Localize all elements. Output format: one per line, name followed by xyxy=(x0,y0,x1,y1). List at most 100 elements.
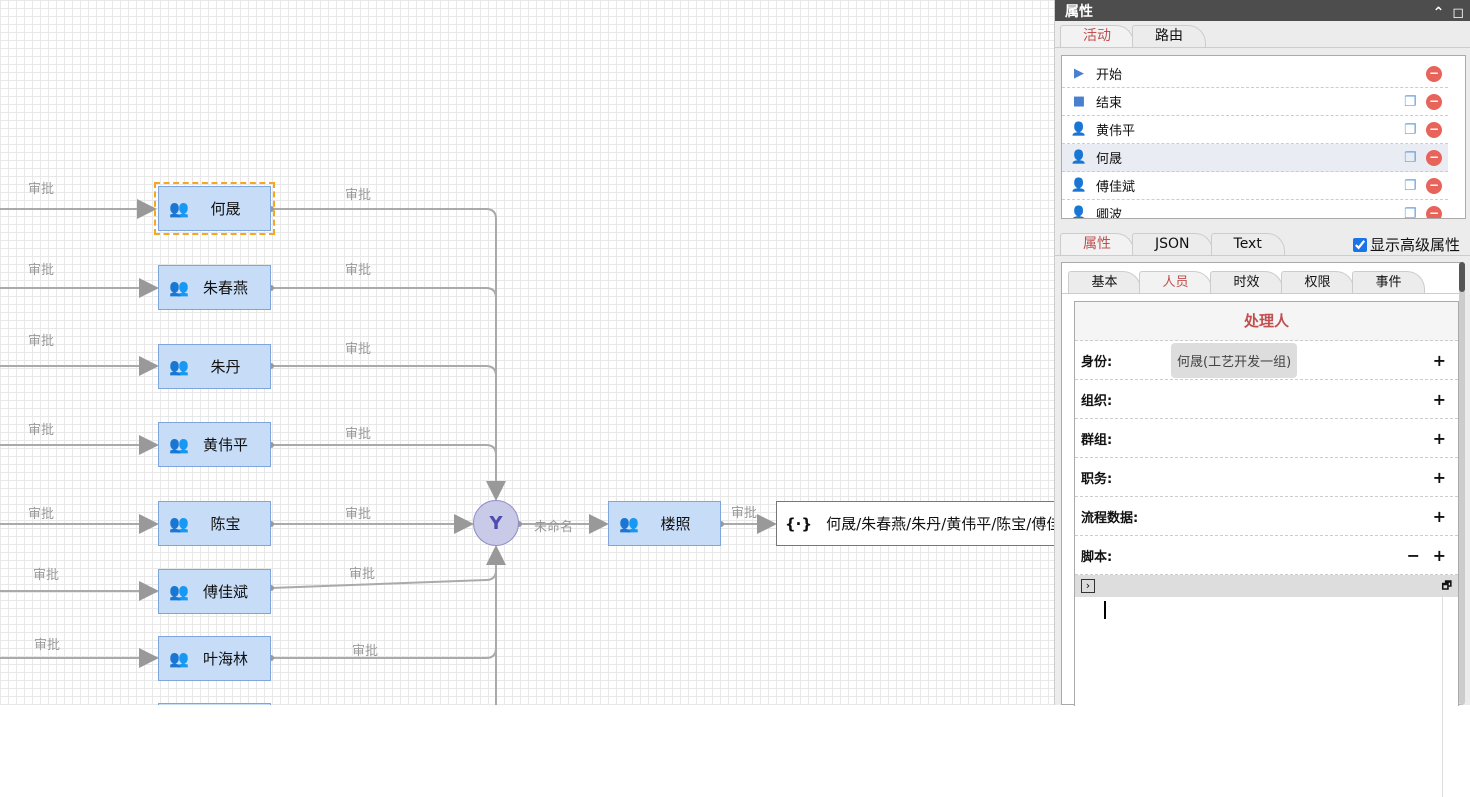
user-icon: 👤 xyxy=(1070,122,1088,137)
user-icon: 👤 xyxy=(1070,178,1088,193)
subtab-events[interactable]: 事件 xyxy=(1352,271,1425,293)
activity-node[interactable]: 👥黄伟平 xyxy=(158,422,271,467)
handler-section: 处理人 身份:何晟(工艺开发一组)+ 组织:+ 群组:+ 职务:+ 流程数据:+… xyxy=(1074,301,1459,797)
edge-label: 审批 xyxy=(34,638,61,653)
editor-toolbar: ›🗗 xyxy=(1075,575,1458,597)
maximize-icon[interactable]: ◻ xyxy=(1452,5,1464,21)
group-icon: 👥 xyxy=(169,582,189,601)
delete-icon[interactable]: − xyxy=(1426,205,1442,218)
copy-icon[interactable]: ❐ xyxy=(1404,149,1417,166)
group-icon: 👥 xyxy=(619,514,639,533)
braces-icon: {·} xyxy=(785,514,813,533)
play-icon: ▶ xyxy=(1074,66,1084,81)
copy-icon[interactable]: ❐ xyxy=(1404,93,1417,110)
delete-icon[interactable]: − xyxy=(1426,65,1442,82)
edge-label: 审批 xyxy=(28,182,55,197)
scrollbar[interactable] xyxy=(1459,262,1465,705)
activity-node[interactable]: 👥何晟 xyxy=(154,182,275,235)
edge-label: 审批 xyxy=(33,568,60,583)
merge-node[interactable]: Y xyxy=(473,500,519,546)
advanced-checkbox[interactable] xyxy=(1352,237,1367,252)
group-icon: 👥 xyxy=(169,514,189,533)
add-icon[interactable]: + xyxy=(1432,467,1446,487)
tab-activities[interactable]: 活动 xyxy=(1060,25,1134,47)
edge-label: 审批 xyxy=(345,188,372,203)
add-icon[interactable]: + xyxy=(1432,389,1446,409)
collapse-icon[interactable]: ⌃ xyxy=(1432,5,1445,21)
delete-icon[interactable]: − xyxy=(1426,149,1442,166)
restore-icon[interactable]: 🗗 xyxy=(1441,578,1452,592)
add-icon[interactable]: + xyxy=(1432,545,1446,565)
group-icon: 👥 xyxy=(169,199,189,218)
list-item[interactable]: ▶开始− xyxy=(1062,60,1448,88)
org-row: 组织:+ xyxy=(1075,380,1458,419)
duty-row: 职务:+ xyxy=(1075,458,1458,497)
activity-node[interactable]: 👥楼照 xyxy=(608,501,721,546)
list-item[interactable]: 👤黄伟平❐− xyxy=(1062,116,1448,144)
user-icon: 👤 xyxy=(1070,150,1088,165)
list-item[interactable]: 👤傅佳斌❐− xyxy=(1062,172,1448,200)
user-icon: 👤 xyxy=(1070,206,1088,219)
add-icon[interactable]: + xyxy=(1432,428,1446,448)
delete-icon[interactable]: − xyxy=(1426,93,1442,110)
identity-row: 身份:何晟(工艺开发一组)+ xyxy=(1075,341,1458,380)
activity-node[interactable]: 👥朱丹 xyxy=(158,344,271,389)
tab-routes[interactable]: 路由 xyxy=(1132,25,1206,47)
script-node[interactable]: {·}何晟/朱春燕/朱丹/黄伟平/陈宝/傅佳斌/叶海林 xyxy=(776,501,1054,546)
section-title: 处理人 xyxy=(1075,302,1458,341)
advanced-toggle[interactable]: 显示高级属性 xyxy=(1352,234,1460,255)
activity-node[interactable]: 👥陈宝 xyxy=(158,501,271,546)
run-icon[interactable]: › xyxy=(1081,579,1095,593)
subtab-people[interactable]: 人员 xyxy=(1139,271,1212,293)
group-row: 群组:+ xyxy=(1075,419,1458,458)
edge-label: 审批 xyxy=(28,423,55,438)
script-editor[interactable] xyxy=(1075,597,1443,797)
delete-icon[interactable]: − xyxy=(1426,121,1442,138)
property-editor: 基本 人员 时效 权限 事件 处理人 身份:何晟(工艺开发一组)+ 组织:+ 群… xyxy=(1061,262,1463,797)
flow-edges xyxy=(0,199,777,705)
edge-label: 审批 xyxy=(28,263,55,278)
edge-label: 审批 xyxy=(345,427,372,442)
panel-header: 属性⌃◻ xyxy=(1055,0,1470,21)
subtab-timing[interactable]: 时效 xyxy=(1210,271,1283,293)
identity-chip[interactable]: 何晟(工艺开发一组) xyxy=(1171,342,1298,378)
script-row: 脚本:−+ xyxy=(1075,536,1458,575)
group-icon: 👥 xyxy=(169,278,189,297)
tab-json[interactable]: JSON xyxy=(1132,233,1213,255)
group-icon: 👥 xyxy=(169,649,189,668)
edge-label: 审批 xyxy=(28,334,55,349)
edge-label: 审批 xyxy=(345,507,372,522)
activity-list: ▶开始− ■结束❐− 👤黄伟平❐− 👤何晟❐− 👤傅佳斌❐− 👤卿波❐− xyxy=(1061,55,1466,219)
group-icon: 👥 xyxy=(169,435,189,454)
subtab-permissions[interactable]: 权限 xyxy=(1281,271,1354,293)
edge-label: 审批 xyxy=(28,507,55,522)
copy-icon[interactable]: ❐ xyxy=(1404,177,1417,194)
delete-icon[interactable]: − xyxy=(1426,177,1442,194)
activity-node[interactable]: 👥朱春燕 xyxy=(158,265,271,310)
activity-node[interactable]: 👥叶海林 xyxy=(158,636,271,681)
merge-icon: Y xyxy=(489,512,503,534)
flow-canvas[interactable]: 审批 审批 审批 审批 审批 审批 审批 审批 审批 审批 审批 审批 审批 审… xyxy=(0,0,1054,705)
edge-label: 审批 xyxy=(352,644,379,659)
add-icon[interactable]: + xyxy=(1432,506,1446,526)
edge-label: 审批 xyxy=(349,567,376,582)
list-item[interactable]: 👤何晟❐− xyxy=(1062,144,1448,172)
subtab-basic[interactable]: 基本 xyxy=(1068,271,1141,293)
merge-out-label: 未命名 xyxy=(534,520,574,535)
list-item[interactable]: ■结束❐− xyxy=(1062,88,1448,116)
edge-label: 审批 xyxy=(345,342,372,357)
copy-icon[interactable]: ❐ xyxy=(1404,121,1417,138)
remove-icon[interactable]: − xyxy=(1406,545,1420,565)
process-data-row: 流程数据:+ xyxy=(1075,497,1458,536)
activity-node[interactable]: 👥傅佳斌 xyxy=(158,569,271,614)
list-item[interactable]: 👤卿波❐− xyxy=(1062,200,1448,219)
add-icon[interactable]: + xyxy=(1432,350,1446,370)
tab-properties[interactable]: 属性 xyxy=(1060,233,1134,255)
properties-panel: 属性 ⌃ ◻ 活动 路由 ▶开始− ■结束❐− 👤黄伟平❐− 👤何晟❐− 👤傅佳斌❐… xyxy=(1054,0,1470,797)
activity-node[interactable] xyxy=(158,703,271,705)
edge-label: 审批 xyxy=(731,506,758,521)
group-icon: 👥 xyxy=(169,357,189,376)
tab-text[interactable]: Text xyxy=(1210,233,1285,255)
edge-label: 审批 xyxy=(345,263,372,278)
copy-icon[interactable]: ❐ xyxy=(1404,205,1417,219)
